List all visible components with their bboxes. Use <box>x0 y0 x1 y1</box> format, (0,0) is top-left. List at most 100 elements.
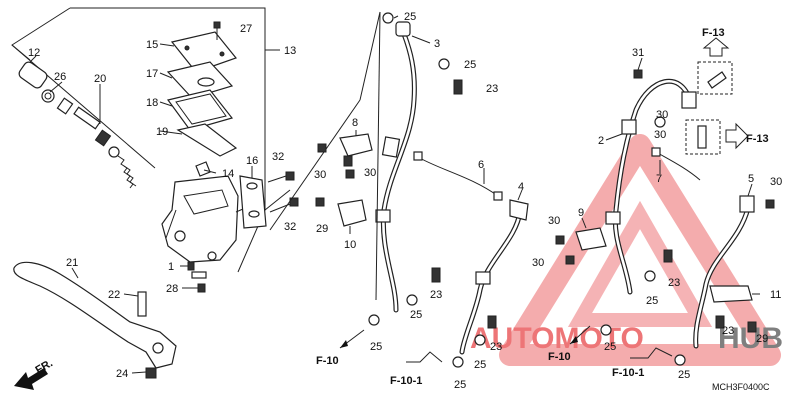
f13-detail-top <box>697 37 733 95</box>
washer-25c <box>406 294 418 306</box>
label-16: 16 <box>246 155 258 167</box>
hose-bracket-8 <box>339 133 373 167</box>
label-2: 2 <box>598 135 604 147</box>
label-18: 18 <box>146 97 158 109</box>
label-25-g: 25 <box>646 295 658 307</box>
label-23-c: 23 <box>490 341 502 353</box>
hose-bracket-11 <box>709 285 753 303</box>
washer-25g <box>654 116 666 128</box>
ref-f13-top: F-13 <box>702 27 725 39</box>
ref-f10-1-center: F-10-1 <box>390 375 422 387</box>
bolt-30a <box>317 143 327 153</box>
screw-28 <box>197 283 206 293</box>
ref-f10-right: F-10 <box>548 351 571 363</box>
label-29-b: 29 <box>756 333 768 345</box>
label-22: 22 <box>108 289 120 301</box>
washer-25b <box>438 58 450 70</box>
label-25-top: 25 <box>404 11 416 23</box>
three-way-joint <box>575 227 607 251</box>
ref-f10-center: F-10 <box>316 355 339 367</box>
label-28: 28 <box>166 283 178 295</box>
label-25-b: 25 <box>464 59 476 71</box>
bolt-30c <box>555 235 565 245</box>
label-6: 6 <box>478 159 484 171</box>
bolt-29b <box>747 321 757 333</box>
label-32a: 32 <box>272 151 284 163</box>
label-8: 8 <box>352 117 358 129</box>
label-30-c: 30 <box>656 109 668 121</box>
ref-arrow-f10-center <box>339 329 365 349</box>
brake-pipe-7 <box>651 147 701 181</box>
f13-detail-right <box>685 119 749 155</box>
label-30-b: 30 <box>364 167 376 179</box>
brake-hose-5 <box>693 195 755 349</box>
label-11: 11 <box>770 289 781 301</box>
hose-bracket-10 <box>337 199 367 227</box>
clamp-holder <box>239 175 267 229</box>
label-27: 27 <box>240 23 252 35</box>
master-cylinder-body <box>161 175 251 263</box>
label-30-e: 30 <box>548 215 560 227</box>
ref-arrow-f10-1-center <box>406 351 443 363</box>
reservoir-cap <box>170 31 238 73</box>
bolt-30e <box>765 199 775 209</box>
watermark-brand-left: AUTOMOTO <box>470 322 644 355</box>
ref-arrow-f10-right <box>569 325 591 345</box>
label-25-c: 25 <box>410 309 422 321</box>
piston-set <box>18 61 137 189</box>
label-4: 4 <box>518 181 524 193</box>
label-23-b: 23 <box>430 289 442 301</box>
brake-lever <box>13 261 177 379</box>
front-direction-arrow: FR. <box>14 357 55 390</box>
washer-25i <box>600 324 612 336</box>
brake-hose-4 <box>459 199 529 355</box>
part-labels: 12 26 20 27 15 13 17 18 19 16 14 32 32 1… <box>28 11 782 391</box>
label-32b: 32 <box>284 221 296 233</box>
label-29-a: 29 <box>316 223 328 235</box>
label-3: 3 <box>434 38 440 50</box>
bolt-23b <box>431 267 441 283</box>
label-30-f: 30 <box>532 257 544 269</box>
ref-f13-right: F-13 <box>746 133 769 145</box>
label-30-d: 30 <box>654 129 666 141</box>
label-7: 7 <box>656 173 662 185</box>
label-15: 15 <box>146 39 158 51</box>
label-25-e: 25 <box>474 359 486 371</box>
washer-25j <box>674 354 686 366</box>
label-24: 24 <box>116 368 128 380</box>
washer-25d <box>368 314 380 326</box>
label-10: 10 <box>344 239 356 251</box>
brake-hose-2 <box>605 78 697 295</box>
label-31: 31 <box>632 47 644 59</box>
label-17: 17 <box>146 68 158 80</box>
washer-25h <box>644 270 656 282</box>
label-30-g: 30 <box>770 176 782 188</box>
bleed-clip <box>195 161 211 177</box>
label-21: 21 <box>66 257 78 269</box>
label-20: 20 <box>94 73 106 85</box>
label-23-a: 23 <box>486 83 498 95</box>
pivot-bolt <box>137 291 147 317</box>
label-5: 5 <box>748 173 754 185</box>
screw-1 <box>187 261 195 271</box>
label-25-i: 25 <box>678 369 690 381</box>
label-25-d: 25 <box>370 341 382 353</box>
bolt-23a <box>453 79 463 95</box>
bolt-23e <box>715 315 725 329</box>
ref-arrow-f10-1-right <box>630 347 673 359</box>
leader-lines <box>29 15 760 374</box>
label-14: 14 <box>222 168 234 180</box>
label-25-f: 25 <box>454 379 466 391</box>
bolt-29 <box>315 197 325 207</box>
label-23-d: 23 <box>668 277 680 289</box>
washer-25f <box>452 356 464 368</box>
label-13: 13 <box>284 45 296 57</box>
label-12: 12 <box>28 47 40 59</box>
washer-25a <box>382 12 394 24</box>
washer-25e <box>474 334 486 346</box>
label-25-h: 25 <box>604 341 616 353</box>
bolt-30d <box>565 255 575 265</box>
bolt-30b <box>345 169 355 179</box>
label-30-a: 30 <box>314 169 326 181</box>
